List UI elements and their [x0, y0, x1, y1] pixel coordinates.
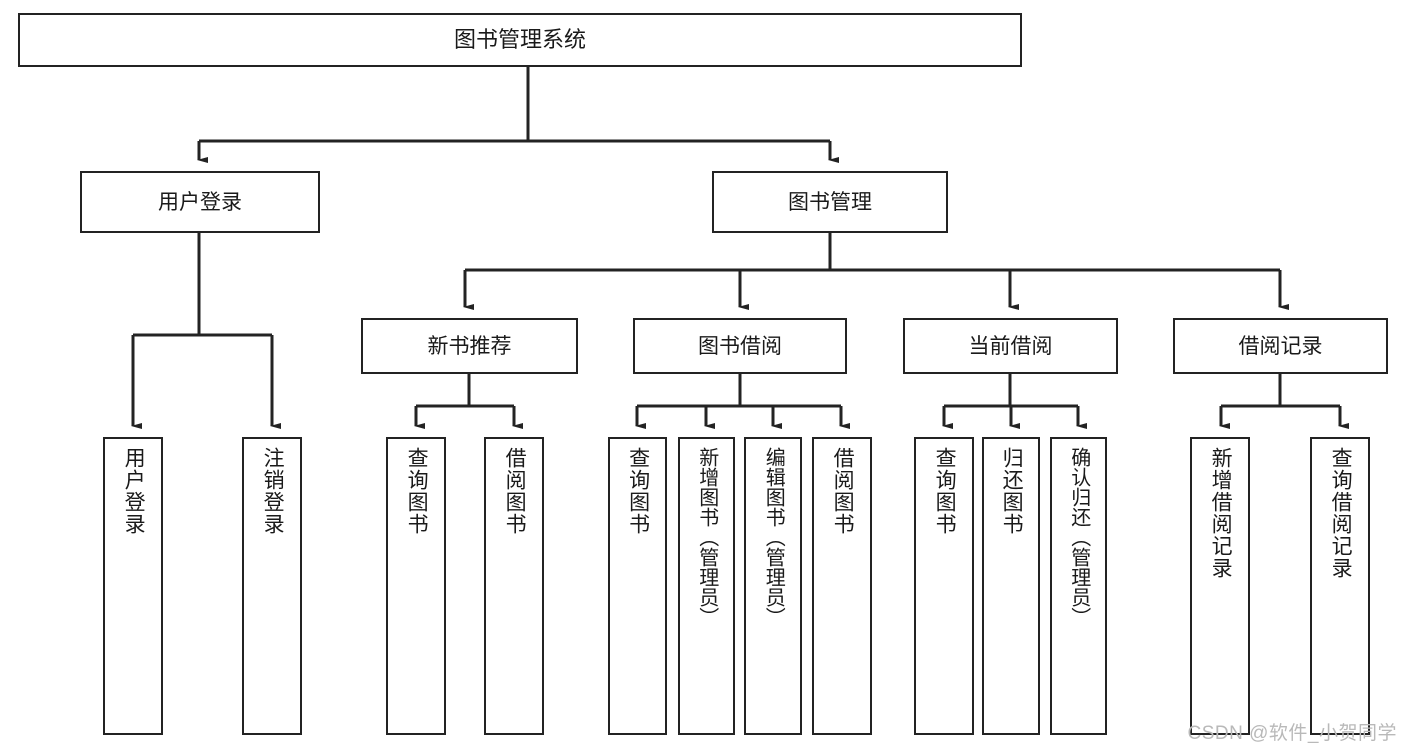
node-leaf-confirm-return-admin[interactable]: 确认归还（管理员） — [1050, 437, 1107, 735]
node-label: 图书借阅 — [698, 334, 782, 358]
node-label: 图书管理 — [788, 190, 872, 214]
node-label: 借阅图书 — [503, 447, 527, 535]
node-label: 借阅图书 — [831, 447, 855, 535]
node-leaf-query-borrow-record[interactable]: 查询借阅记录 — [1310, 437, 1370, 735]
node-label: 新书推荐 — [427, 334, 512, 358]
node-label: 注销登录 — [261, 447, 285, 535]
node-root-book-management-system[interactable]: 图书管理系统 — [18, 13, 1022, 67]
node-label: 用户登录 — [158, 190, 242, 214]
node-label: 图书管理系统 — [453, 27, 586, 52]
node-label: 查询图书 — [626, 447, 650, 535]
node-leaf-logout[interactable]: 注销登录 — [242, 437, 302, 735]
node-borrow-record[interactable]: 借阅记录 — [1173, 318, 1388, 374]
node-leaf-return-book[interactable]: 归还图书 — [982, 437, 1040, 735]
node-leaf-query-book-current[interactable]: 查询图书 — [914, 437, 974, 735]
node-leaf-query-book-borrow[interactable]: 查询图书 — [608, 437, 667, 735]
node-user-login[interactable]: 用户登录 — [80, 171, 320, 233]
node-label: 确认归还（管理员） — [1067, 447, 1090, 627]
node-label: 新增图书（管理员） — [695, 447, 718, 627]
node-label: 查询借阅记录 — [1329, 447, 1353, 579]
node-label: 编辑图书（管理员） — [762, 447, 785, 627]
node-label: 查询图书 — [933, 447, 957, 535]
node-leaf-query-book-recommend[interactable]: 查询图书 — [386, 437, 446, 735]
node-label: 用户登录 — [122, 447, 146, 535]
node-leaf-user-login[interactable]: 用户登录 — [103, 437, 163, 735]
node-new-book-recommend[interactable]: 新书推荐 — [361, 318, 578, 374]
node-leaf-borrow-book-recommend[interactable]: 借阅图书 — [484, 437, 544, 735]
node-leaf-borrow-book-borrow[interactable]: 借阅图书 — [812, 437, 872, 735]
node-label: 归还图书 — [1000, 447, 1024, 535]
node-label: 查询图书 — [405, 447, 429, 535]
node-leaf-edit-book-admin[interactable]: 编辑图书（管理员） — [744, 437, 802, 735]
node-label: 借阅记录 — [1238, 334, 1323, 358]
node-current-borrow[interactable]: 当前借阅 — [903, 318, 1118, 374]
node-label: 新增借阅记录 — [1209, 447, 1233, 579]
node-book-borrow[interactable]: 图书借阅 — [633, 318, 847, 374]
node-leaf-add-book-admin[interactable]: 新增图书（管理员） — [678, 437, 735, 735]
node-label: 当前借阅 — [968, 334, 1053, 358]
node-leaf-add-borrow-record[interactable]: 新增借阅记录 — [1190, 437, 1250, 735]
node-book-management[interactable]: 图书管理 — [712, 171, 948, 233]
